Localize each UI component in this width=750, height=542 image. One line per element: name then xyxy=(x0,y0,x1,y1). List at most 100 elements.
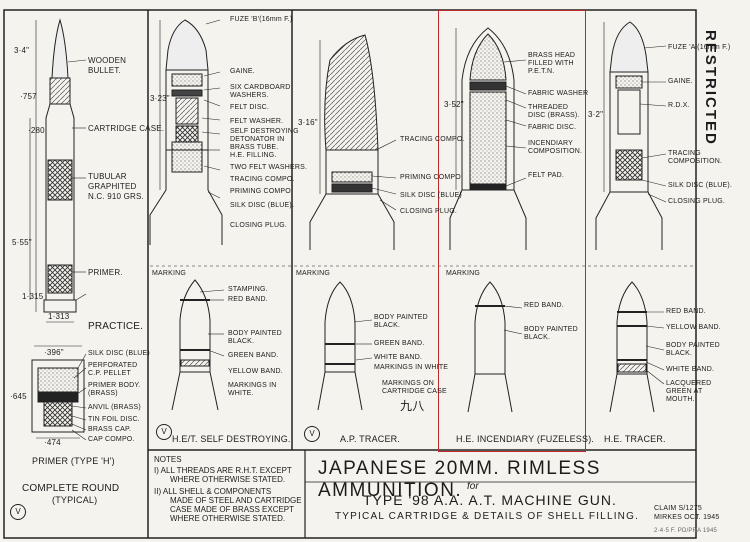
callout: FUZE 'A'(16mm F.) xyxy=(668,44,731,51)
callout: BLACK. xyxy=(666,350,693,357)
callout: (BRASS) xyxy=(88,390,118,397)
restricted-stamp: RESTRICTED xyxy=(702,30,719,146)
callout: COMPOSITION. xyxy=(528,148,583,155)
callout: GAINE. xyxy=(230,68,255,75)
drawing-subtitle-2: TYPICAL CARTRIDGE & DETAILS OF SHELL FIL… xyxy=(335,511,640,522)
title-for: for xyxy=(467,481,479,492)
callout: FELT DISC. xyxy=(230,104,270,111)
callout: ANVIL (BRASS) xyxy=(88,404,141,411)
view-mark-circle: V xyxy=(304,426,320,442)
ap-tracer-drawing xyxy=(309,34,397,411)
he-t-self-destroying-drawing xyxy=(149,19,225,411)
marking-label: MARKING xyxy=(296,270,331,277)
dim-label: ·396" xyxy=(44,348,64,357)
panel-caption: H.E. TRACER. xyxy=(604,434,666,444)
callout: BRASS HEAD xyxy=(528,52,576,59)
primer-caption: PRIMER (TYPE 'H') xyxy=(32,456,115,466)
callout: WHITE BAND. xyxy=(374,354,423,361)
highlight-box-incendiary xyxy=(438,10,586,452)
callout: TWO FELT WASHERS. xyxy=(230,164,308,171)
callout: YELLOW BAND. xyxy=(228,368,283,375)
callout: GREEN AT xyxy=(666,388,703,395)
dim-label: 3·52" xyxy=(444,100,464,109)
callout: BODY PAINTED xyxy=(524,326,578,333)
drawing-title: JAPANESE 20MM. RIMLESS AMMUNITION. xyxy=(318,458,601,501)
callout: BRASS CAP. xyxy=(88,426,132,433)
callout: MARKINGS IN xyxy=(228,382,277,389)
callout: BLACK. xyxy=(524,334,551,341)
callout: PRIMING COMPO. xyxy=(400,174,464,181)
notes-heading: NOTES xyxy=(154,455,182,464)
callout: GRAPHITED xyxy=(88,182,137,191)
drawing-subtitle: TYPE '98 A.A. A.T. MACHINE GUN. xyxy=(363,492,617,508)
callout: SILK DISC (BLUE). xyxy=(668,182,733,189)
callout: TRACING xyxy=(668,150,701,157)
dim-label: 1·315 xyxy=(22,292,44,301)
callout: BODY PAINTED xyxy=(228,330,282,337)
callout: MOUTH. xyxy=(666,396,695,403)
callout: H.E. FILLING. xyxy=(230,152,277,159)
callout: CLOSING PLUG. xyxy=(400,208,458,215)
callout: SILK DISC (BLUE) xyxy=(400,192,462,199)
callout: PRIMER. xyxy=(88,268,123,277)
callout: TUBULAR xyxy=(88,172,127,181)
callout: FABRIC WASHER xyxy=(528,90,589,97)
he-tracer-drawing xyxy=(595,21,667,413)
callout: WOODEN xyxy=(88,56,127,65)
callout: RED BAND. xyxy=(228,296,268,303)
callout: PERFORATED xyxy=(88,362,138,369)
callout: SILK DISC (BLUE) xyxy=(88,350,150,357)
callout: WHITE BAND. xyxy=(666,366,715,373)
note-line: WHERE OTHERWISE STATED. xyxy=(170,514,286,523)
dim-label: ·280 xyxy=(28,126,45,135)
dim-label: 3·16" xyxy=(298,118,318,127)
callout: N.C. 910 GRS. xyxy=(88,192,144,201)
callout: FABRIC DISC. xyxy=(528,124,577,131)
dim-label: ·474 xyxy=(44,438,61,447)
dim-label: 3·2" xyxy=(588,110,604,119)
callout: FUZE 'B'(16mm F.) xyxy=(230,16,293,23)
callout: BODY PAINTED xyxy=(666,342,720,349)
callout: BODY PAINTED xyxy=(374,314,428,321)
practice-label: PRACTICE. xyxy=(88,321,144,332)
callout: RED BAND. xyxy=(666,308,706,315)
callout: DETONATOR IN xyxy=(230,136,285,143)
callout: WASHERS. xyxy=(230,92,269,99)
callout: GREEN BAND. xyxy=(374,340,425,347)
callout: STAMPING. xyxy=(228,286,268,293)
callout: LACQUERED xyxy=(666,380,712,387)
callout: SELF DESTROYING xyxy=(230,128,299,135)
callout: SIX CARDBOARD xyxy=(230,84,291,91)
callout: C.P. PELLET xyxy=(88,370,131,377)
callout: WHITE. xyxy=(228,390,254,397)
note-line: I) ALL THREADS ARE R.H.T. EXCEPT xyxy=(154,466,292,475)
complete-round-drawing xyxy=(29,18,87,441)
callout: YELLOW BAND. xyxy=(666,324,721,331)
callout: PRIMING COMPO. xyxy=(230,188,294,195)
callout: RED BAND. xyxy=(524,302,564,309)
view-mark-circle: V xyxy=(156,424,172,440)
complete-round-subcaption: (TYPICAL) xyxy=(52,495,98,505)
callout: CLOSING PLUG. xyxy=(668,198,726,205)
callout: GAINE. xyxy=(668,78,693,85)
note-line: WHERE OTHERWISE STATED. xyxy=(170,475,286,484)
callout: TRACING COMPO. xyxy=(230,176,295,183)
view-mark-circle: V xyxy=(10,504,26,520)
marking-label: MARKING xyxy=(152,270,187,277)
dim-label: 3·4" xyxy=(14,46,30,55)
claim-ref: CLAIM S/1275 xyxy=(654,505,702,512)
callout: R.D.X. xyxy=(668,102,690,109)
note-line: II) ALL SHELL & COMPONENTS xyxy=(154,487,272,496)
draft-ref: MIRKES OCT. 1945 xyxy=(654,514,720,521)
callout: BRASS TUBE. xyxy=(230,144,279,151)
callout: P.E.T.N. xyxy=(528,68,555,75)
callout: BLACK. xyxy=(228,338,255,345)
callout: CARTRIDGE CASE. xyxy=(88,124,165,133)
callout: GREEN BAND. xyxy=(228,352,279,359)
panel-caption: A.P. TRACER. xyxy=(340,434,401,444)
marking-label: MARKING xyxy=(446,270,481,277)
note-line: CASE MADE OF BRASS EXCEPT xyxy=(170,505,295,514)
panel-caption: H.E. INCENDIARY (FUZELESS). xyxy=(456,434,595,444)
note-line: MADE OF STEEL AND CARTRIDGE xyxy=(170,496,302,505)
